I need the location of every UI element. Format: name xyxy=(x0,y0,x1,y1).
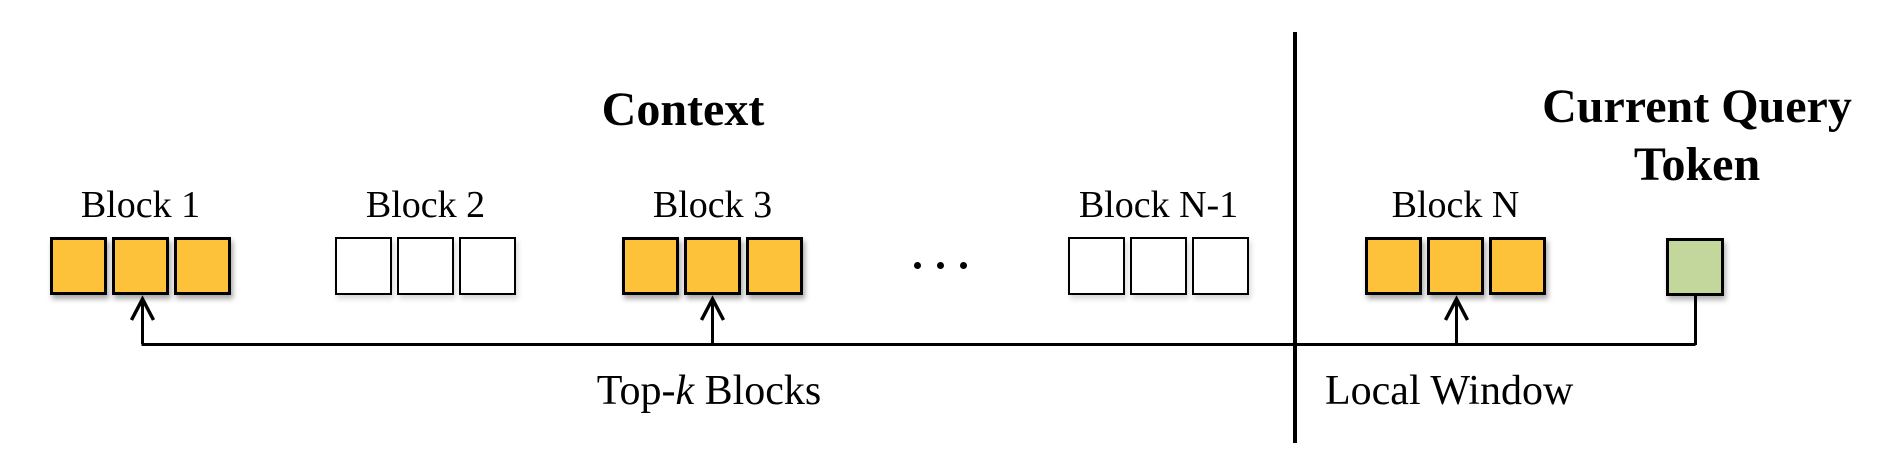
block-label: Block 2 xyxy=(365,184,486,226)
token-cell-selected xyxy=(50,237,107,295)
token-cell-selected xyxy=(622,237,679,295)
block-label: Block 3 xyxy=(652,184,773,226)
token-cell-empty xyxy=(1192,237,1249,295)
top-k-suffix: Blocks xyxy=(694,368,822,414)
block-label: Block 1 xyxy=(80,184,201,226)
current-query-token-cell xyxy=(1666,238,1724,296)
block-label: Block N-1 xyxy=(1078,184,1239,226)
token-cell-selected xyxy=(112,237,169,295)
token-cell-selected xyxy=(746,237,803,295)
block-group-2: Block 2 xyxy=(335,184,516,295)
token-row xyxy=(335,237,516,295)
ellipsis-dot xyxy=(960,262,967,269)
block-group-n-minus-1: Block N-1 xyxy=(1068,184,1249,295)
context-title: Context xyxy=(601,83,765,136)
block-label: Block N xyxy=(1391,184,1520,226)
block-group-1: Block 1 xyxy=(50,184,231,295)
token-row xyxy=(622,237,803,295)
token-cell-empty xyxy=(459,237,516,295)
token-cell-empty xyxy=(335,237,392,295)
current-query-token-title: Current Query Token xyxy=(1542,80,1852,191)
ellipsis-dots xyxy=(914,262,967,269)
ellipsis-dot xyxy=(914,262,921,269)
arrow-to-block-n xyxy=(1443,295,1470,344)
top-k-italic-k: k xyxy=(675,368,695,414)
token-row xyxy=(1068,237,1249,295)
local-window-label: Local Window xyxy=(1325,368,1574,414)
token-cell-selected xyxy=(1489,237,1546,295)
top-k-blocks-label: Top-k Blocks xyxy=(597,368,822,414)
token-cell-selected xyxy=(174,237,231,295)
token-cell-selected xyxy=(1427,237,1484,295)
arrow-to-block-3 xyxy=(699,295,726,344)
top-k-prefix: Top- xyxy=(596,368,676,414)
token-cell-empty xyxy=(1130,237,1187,295)
block-group-3: Block 3 xyxy=(622,184,803,295)
token-cell-empty xyxy=(1068,237,1125,295)
token-cell-selected xyxy=(684,237,741,295)
token-cell-selected xyxy=(1365,237,1422,295)
token-row xyxy=(50,237,231,295)
token-cell-empty xyxy=(397,237,454,295)
block-group-n: Block N xyxy=(1365,184,1546,295)
arrow-to-block-1 xyxy=(129,295,156,344)
ellipsis-dot xyxy=(937,262,944,269)
token-row xyxy=(1365,237,1546,295)
